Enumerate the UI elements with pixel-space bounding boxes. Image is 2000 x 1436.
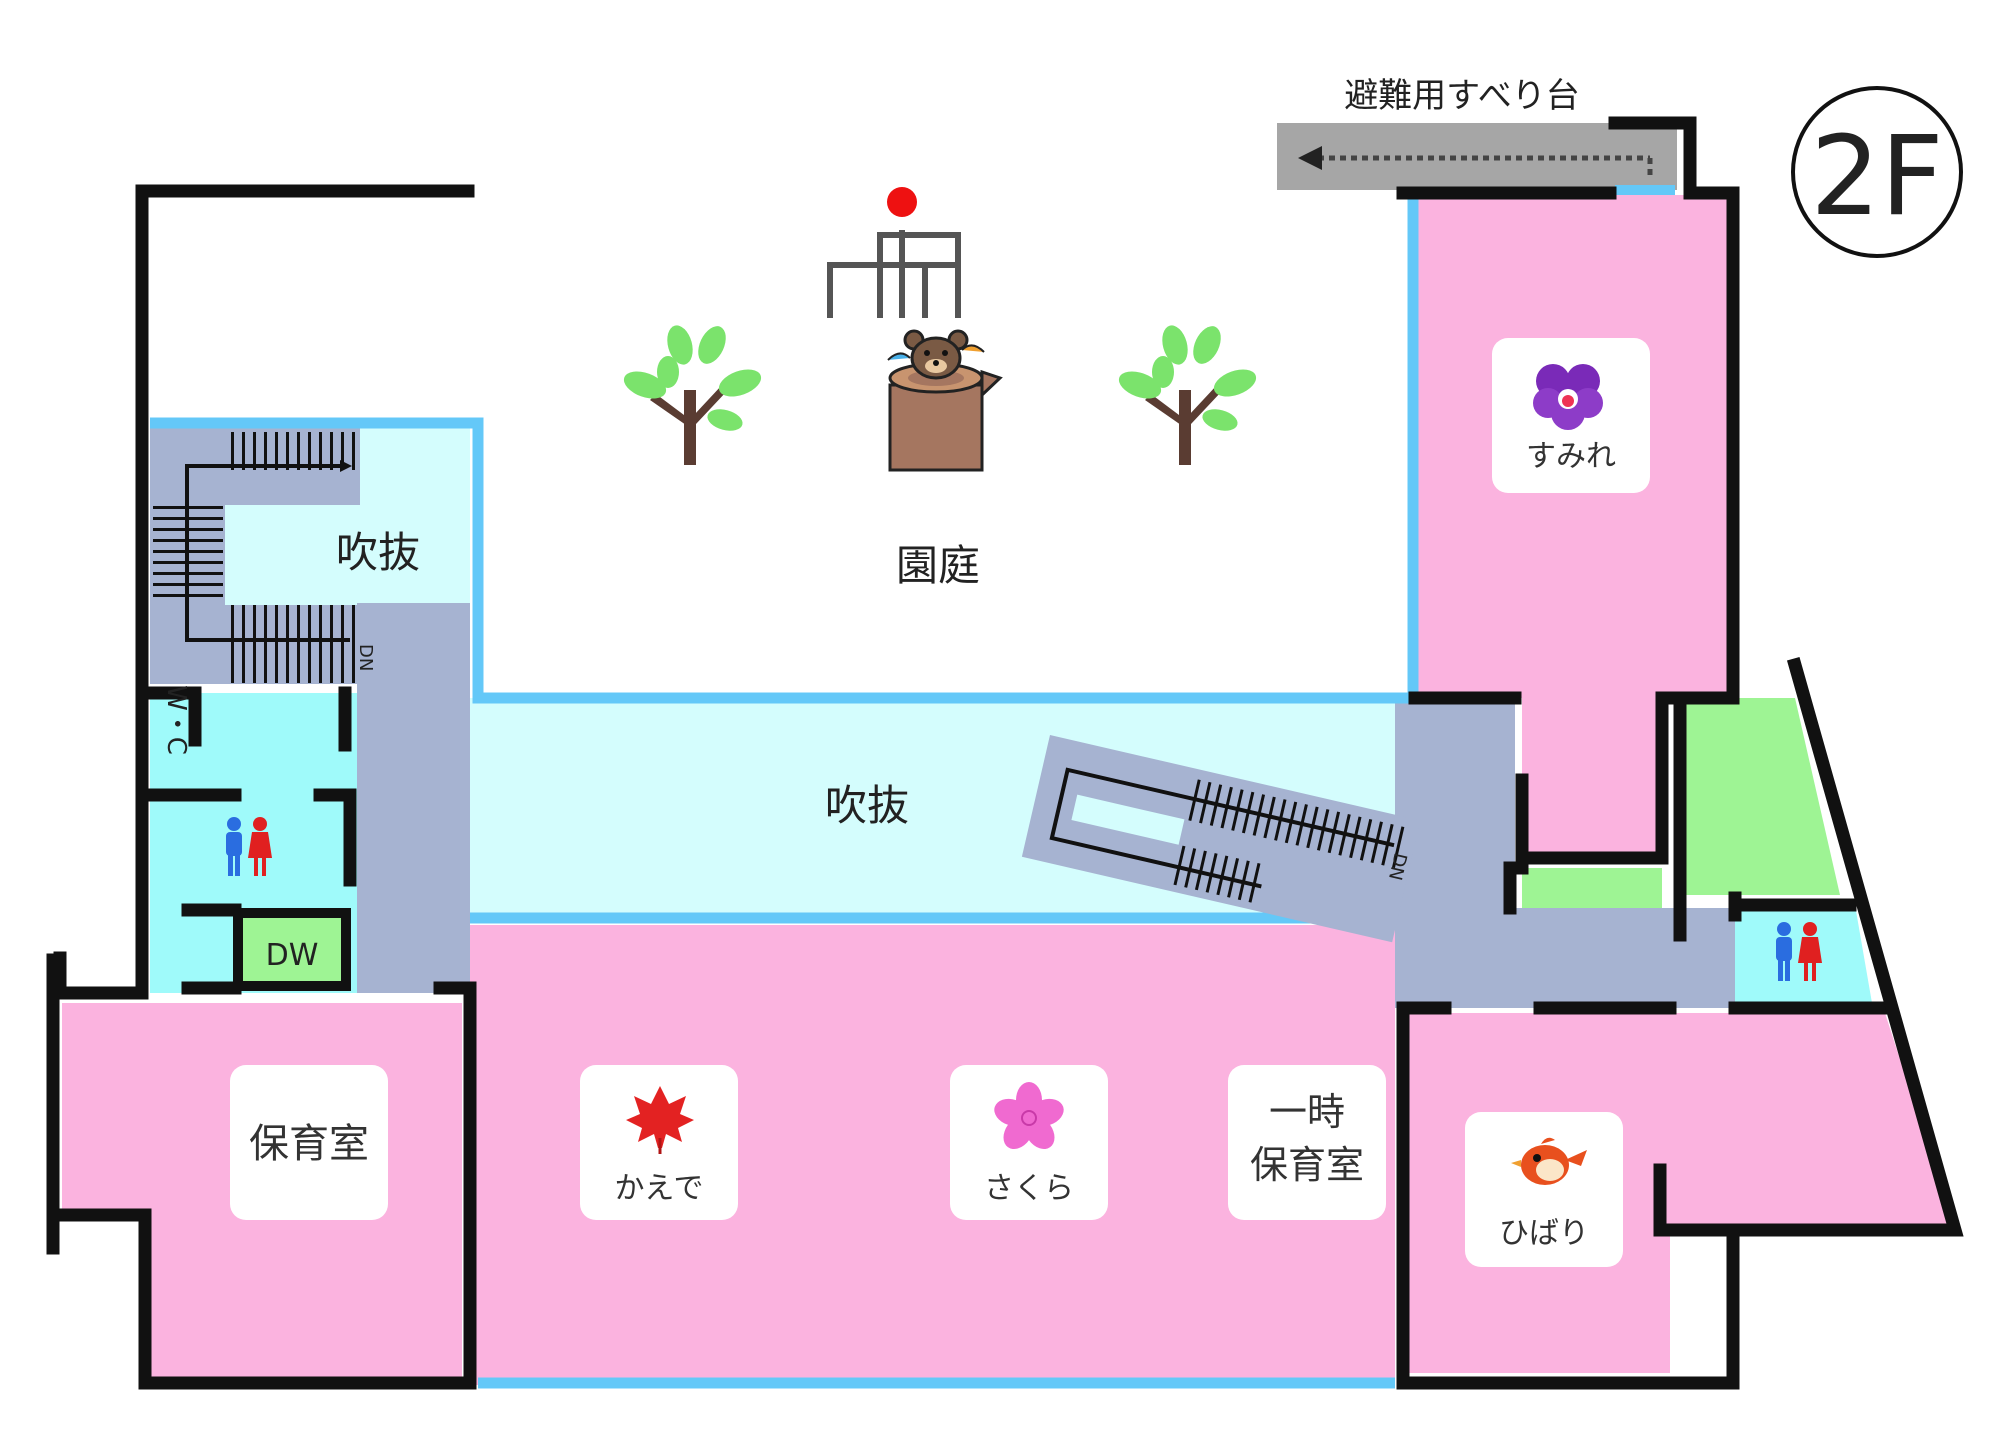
room-card-hoikushitsu[interactable] <box>230 1065 388 1220</box>
green-area-right <box>1675 698 1840 895</box>
walls <box>46 116 1964 1390</box>
garden-label: 園庭 <box>896 541 980 590</box>
slide-arrow <box>1298 146 1653 178</box>
sparrow-icon <box>1511 1137 1587 1185</box>
room-card-hibari[interactable] <box>1465 1112 1623 1267</box>
pansy-icon <box>1533 364 1603 430</box>
left-corridor <box>357 603 470 993</box>
room-hibari <box>1403 1013 1955 1373</box>
room-card-ichiji[interactable] <box>1228 1065 1386 1220</box>
tree-icon <box>1118 325 1257 465</box>
restroom-icon <box>226 817 272 876</box>
room-card-sakura[interactable] <box>950 1065 1108 1220</box>
left-staircase <box>153 432 356 683</box>
playground-climber-icon <box>827 230 961 318</box>
slide-label: 避難用すべり台 <box>1344 76 1580 116</box>
room-label-ichiji-line2: 保育室 <box>1250 1143 1364 1187</box>
room-label-sakura: さくら <box>984 1171 1074 1206</box>
floor-badge <box>1791 86 1963 258</box>
green-area-small <box>1522 868 1662 908</box>
atrium-center-label: 吹抜 <box>825 781 909 830</box>
room-label-hibari: ひばり <box>1499 1216 1589 1251</box>
dn-label-left: DN <box>355 644 376 671</box>
bear-stump-icon <box>887 329 1003 472</box>
room-label-hoikushitsu: 保育室 <box>249 1121 369 1167</box>
room-label-ichiji-line1: 一時 <box>1269 1090 1345 1134</box>
wc-label: W・C <box>161 685 191 755</box>
tree-icon <box>623 325 762 465</box>
room-label-kaede: かえで <box>614 1171 703 1206</box>
window-edges <box>150 195 1419 1389</box>
center-staircase <box>1021 735 1421 943</box>
restroom-icon <box>1776 922 1822 981</box>
room-label-sumire: すみれ <box>1526 439 1616 474</box>
maple-leaf-icon <box>626 1086 694 1154</box>
atrium-left-label: 吹抜 <box>336 528 420 577</box>
cherry-blossom-icon <box>994 1082 1064 1150</box>
dw-label: DW <box>266 938 319 973</box>
climber-top-ball <box>887 187 917 217</box>
floor-badge-label: 2F <box>1810 112 1943 240</box>
dw-box <box>233 908 351 991</box>
